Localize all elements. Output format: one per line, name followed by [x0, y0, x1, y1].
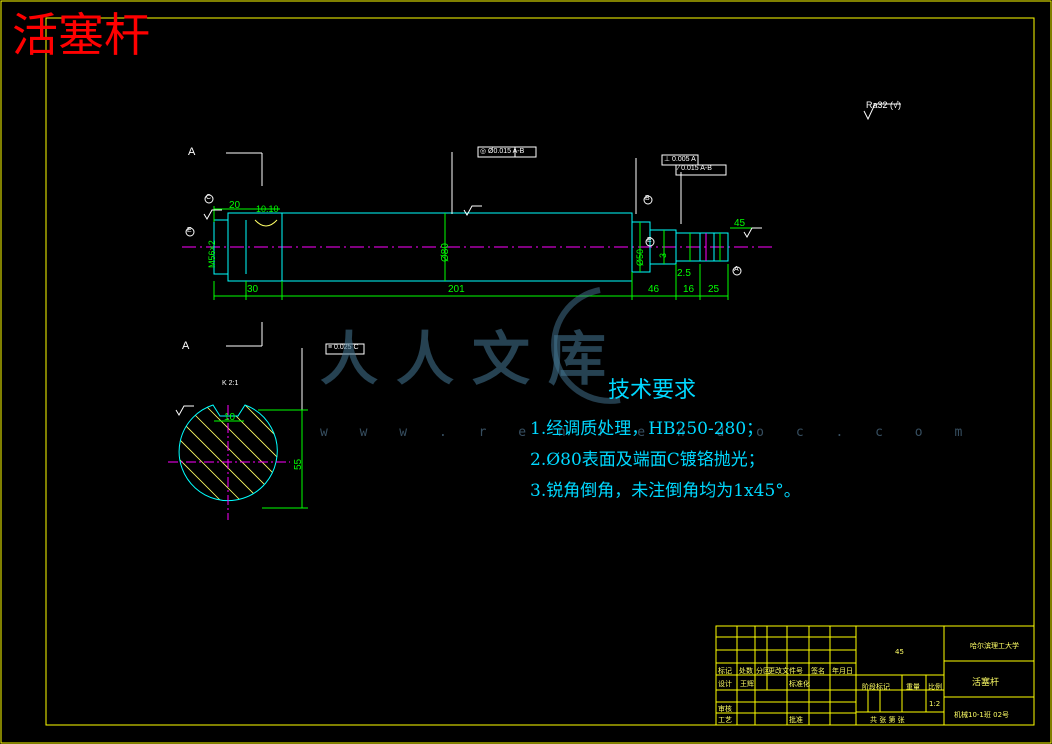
watermark-url: w w w . r e n r e n d o c . c o m: [320, 425, 975, 440]
tolerance-leaders: [226, 152, 682, 410]
dimension-10-10: 10.10: [256, 204, 279, 214]
datum-c: C: [206, 194, 212, 201]
tech-requirement-1: 1.经调质处理，HB250-280；: [530, 419, 764, 439]
tb-standard: 标准化: [789, 680, 810, 688]
datum-e-left: E: [187, 227, 192, 234]
tb-design: 设计: [718, 680, 732, 688]
tb-material: 45: [895, 648, 904, 656]
tb-part-name: 活塞杆: [972, 678, 1000, 688]
tb-header-change-doc: 更改文件号: [768, 667, 803, 675]
dimension-20: 20: [229, 200, 241, 211]
title-block-grid: [715, 625, 1035, 726]
watermark-logo: [551, 287, 621, 404]
tolerance-frame-1: ◎ Ø0.015 A-B: [480, 148, 525, 155]
tb-header-mark: 标记: [718, 667, 732, 675]
dimension-3: 3: [658, 252, 668, 258]
dimension-phi50: Ø50: [635, 248, 645, 266]
tolerance-frame-4: ≡ 0.025 C: [328, 344, 359, 351]
section-label-a-bottom: A: [182, 340, 190, 352]
datum-markers: [185, 194, 742, 276]
datum-e-mid: E: [647, 237, 652, 244]
tech-requirements-heading: 技术要求: [608, 378, 697, 403]
inner-frame: [45, 17, 1035, 726]
main-dimension-lines: [213, 206, 752, 300]
technical-requirements: 技术要求 1.经调质处理，HB250-280； 2.Ø80表面及端面C镀铬抛光；…: [530, 372, 801, 507]
surface-roughness-note: Ra32 (√): [866, 100, 901, 110]
tech-requirement-2: 2.Ø80表面及端面C镀铬抛光；: [530, 450, 765, 470]
dimension-phi80: Ø80: [440, 243, 451, 262]
watermark-text: 人人文库: [320, 325, 625, 393]
tolerance-frame-2: ⊥ 0.005 A: [664, 156, 696, 163]
roughness-symbols: [175, 103, 901, 416]
tb-weight: 重量: [906, 683, 920, 691]
dimension-2-5: 2.5: [677, 268, 691, 279]
tb-school: 哈尔滨理工大学: [970, 642, 1019, 650]
dimension-thread: M56×2: [207, 240, 217, 268]
section-detail: [168, 404, 308, 520]
dimension-201: 201: [448, 284, 465, 295]
tb-ratio: 比例: [928, 683, 942, 691]
dimension-45: 45: [734, 218, 746, 229]
tb-process: 工艺: [718, 716, 732, 724]
dimension-55: 55: [293, 458, 304, 470]
tb-designer: 王辉: [740, 680, 754, 688]
tb-header-count: 处数: [739, 667, 753, 675]
datum-a: A: [734, 266, 739, 273]
tb-header-zone: 分区: [756, 667, 770, 675]
tb-sheets: 共 张 第 张: [870, 716, 905, 724]
dimension-16: 16: [683, 284, 695, 295]
detail-scale-label: K 2:1: [222, 380, 239, 387]
dimension-10-section: 10: [224, 412, 236, 423]
tb-header-sign: 签名: [811, 667, 825, 675]
tolerance-frames: [325, 146, 727, 355]
tb-stage-mark: 阶段标记: [862, 683, 890, 691]
dimension-30: 30: [247, 284, 259, 295]
dimension-25: 25: [708, 284, 720, 295]
tb-approve: 批准: [789, 716, 803, 724]
tb-scale: 1:2: [929, 700, 941, 708]
tb-header-date: 年月日: [832, 667, 853, 675]
tech-requirement-3: 3.锐角倒角，未注倒角均为1x45°。: [530, 481, 801, 501]
main-view: [182, 212, 775, 282]
section-label-a-top: A: [188, 146, 196, 158]
tolerance-frame-3: ∕ 0.015 A-B: [678, 165, 712, 172]
tb-drawing-no: 机械10-1班 02号: [954, 711, 1010, 719]
datum-b: B: [645, 195, 650, 202]
page-title: 活塞杆: [12, 8, 150, 62]
tb-review: 审核: [718, 705, 732, 713]
dimension-46: 46: [648, 284, 660, 295]
